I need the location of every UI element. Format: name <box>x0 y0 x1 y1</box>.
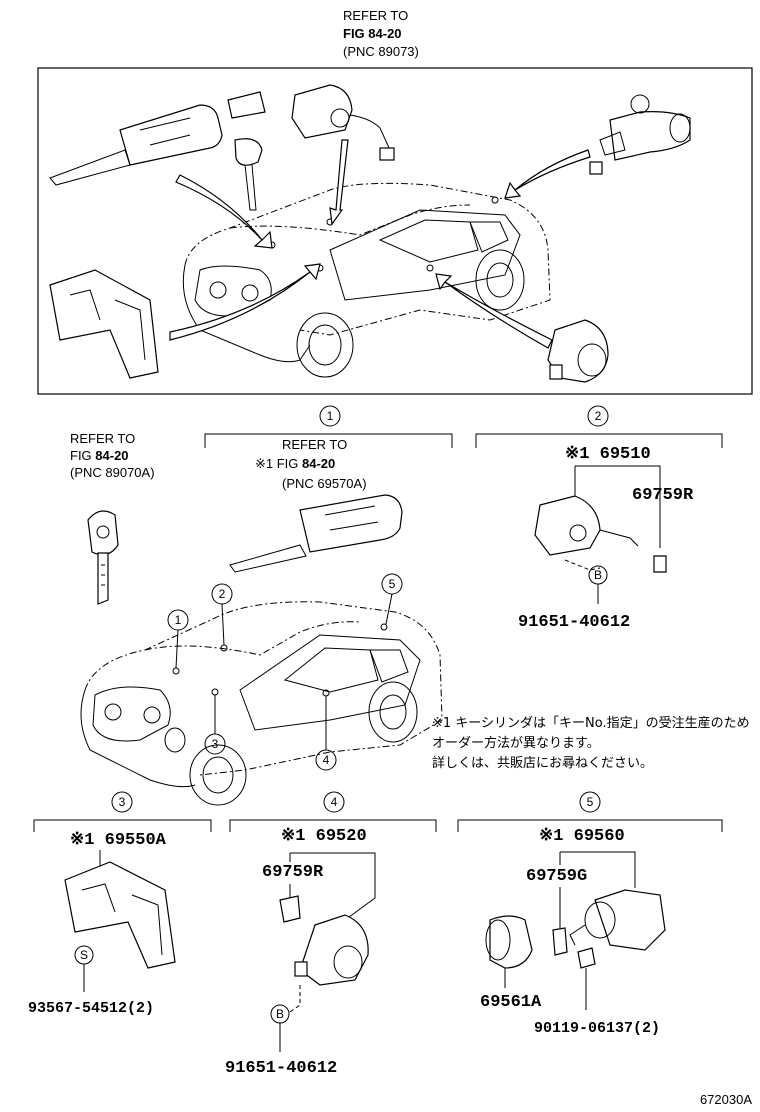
top-luggage-cylinder <box>589 94 691 175</box>
group-4-header: 4 <box>229 791 437 832</box>
group-4-part-main: ※1 69520 <box>281 827 367 846</box>
callout-2-label: 2 <box>219 587 226 601</box>
note-line1: ※1 キーシリンダは「キーNo.指定」の受注生産のため <box>432 715 750 731</box>
top-ref-line1: REFER TO <box>343 8 408 23</box>
group-3-circle-s: S <box>80 948 88 962</box>
group-5-part-a: 69759G <box>526 867 587 886</box>
top-reference: REFER TO FIG 84-20 (PNC 89073) <box>343 8 419 59</box>
middle-car-callouts: 1 2 3 4 5 <box>167 573 403 771</box>
group-2-part-b: 91651-40612 <box>518 613 630 632</box>
group-5-parts: ※1 69560 69759G 69561A 90119-06137(2) <box>480 827 666 1037</box>
order-note: ※1 キーシリンダは「キーNo.指定」の受注生産のため オーダー方法が異なります… <box>432 715 750 771</box>
top-ignition-cylinder <box>49 91 266 211</box>
group-1-ref-line1: REFER TO <box>282 437 347 452</box>
group-1-reference: REFER TO ※1 FIG 84-20 (PNC 69570A) <box>255 437 367 491</box>
figure-code: 672030A <box>700 1092 752 1107</box>
group-4-number: 4 <box>331 795 338 809</box>
key-ref-line1: REFER TO <box>70 431 135 446</box>
key-ref-line3: (PNC 89070A) <box>70 465 155 480</box>
group-3-part-main: ※1 69550A <box>70 831 167 850</box>
group-2-parts: ※1 69510 69759R B 91651-40612 <box>518 445 694 632</box>
top-arrows <box>169 139 591 349</box>
group-2-circle-b: B <box>594 568 602 582</box>
group-2-part-a: 69759R <box>632 486 694 505</box>
note-line2: オーダー方法が異なります。 <box>432 735 600 751</box>
key-reference: REFER TO FIG 84-20 (PNC 89070A) <box>70 431 155 480</box>
group-5-part-b: 69561A <box>480 993 542 1012</box>
group-2-number: 2 <box>595 409 602 423</box>
callout-4-label: 4 <box>323 753 330 767</box>
middle-car-illustration <box>80 601 443 806</box>
top-ref-line3: (PNC 89073) <box>343 44 419 59</box>
top-car-illustration <box>182 182 551 378</box>
group-1-number: 1 <box>327 409 334 423</box>
group-1-ignition-cylinder <box>229 494 403 573</box>
group-5-header: 5 <box>457 791 723 832</box>
top-door-lock-rear <box>547 319 609 383</box>
group-5-part-c: 90119-06137(2) <box>534 1020 660 1037</box>
group-3-header: 3 <box>33 791 212 832</box>
group-3-part-s: 93567-54512(2) <box>28 1000 154 1017</box>
note-line3: 詳しくは、共販店にお尋ねください。 <box>432 755 653 771</box>
callout-1-label: 1 <box>175 613 182 627</box>
group-3-parts: ※1 69550A S 93567-54512(2) <box>28 831 176 1017</box>
group-1-header: 1 <box>204 405 453 448</box>
group-5-part-main: ※1 69560 <box>539 827 625 846</box>
group-2-part-main: ※1 69510 <box>565 445 651 464</box>
callout-3-label: 3 <box>212 737 219 751</box>
group-4-circle-b: B <box>276 1007 284 1021</box>
group-4-parts: ※1 69520 69759R B 91651-40612 <box>225 827 376 1078</box>
group-5-number: 5 <box>587 795 594 809</box>
top-hood-lock <box>49 269 159 379</box>
callout-5-label: 5 <box>389 577 396 591</box>
key-ref-line2: FIG 84-20 <box>70 448 129 463</box>
overview-frame <box>37 67 753 395</box>
group-1-ref-line2: ※1 FIG 84-20 <box>255 456 335 471</box>
group-4-part-b: 91651-40612 <box>225 1059 337 1078</box>
top-ref-line2: FIG 84-20 <box>343 26 402 41</box>
group-3-number: 3 <box>119 795 126 809</box>
group-1-ref-line3: (PNC 69570A) <box>282 476 367 491</box>
group-2-header: 2 <box>475 405 723 448</box>
key-illustration <box>87 510 119 605</box>
top-door-lock-cylinder <box>291 84 395 161</box>
group-4-part-a: 69759R <box>262 863 324 882</box>
